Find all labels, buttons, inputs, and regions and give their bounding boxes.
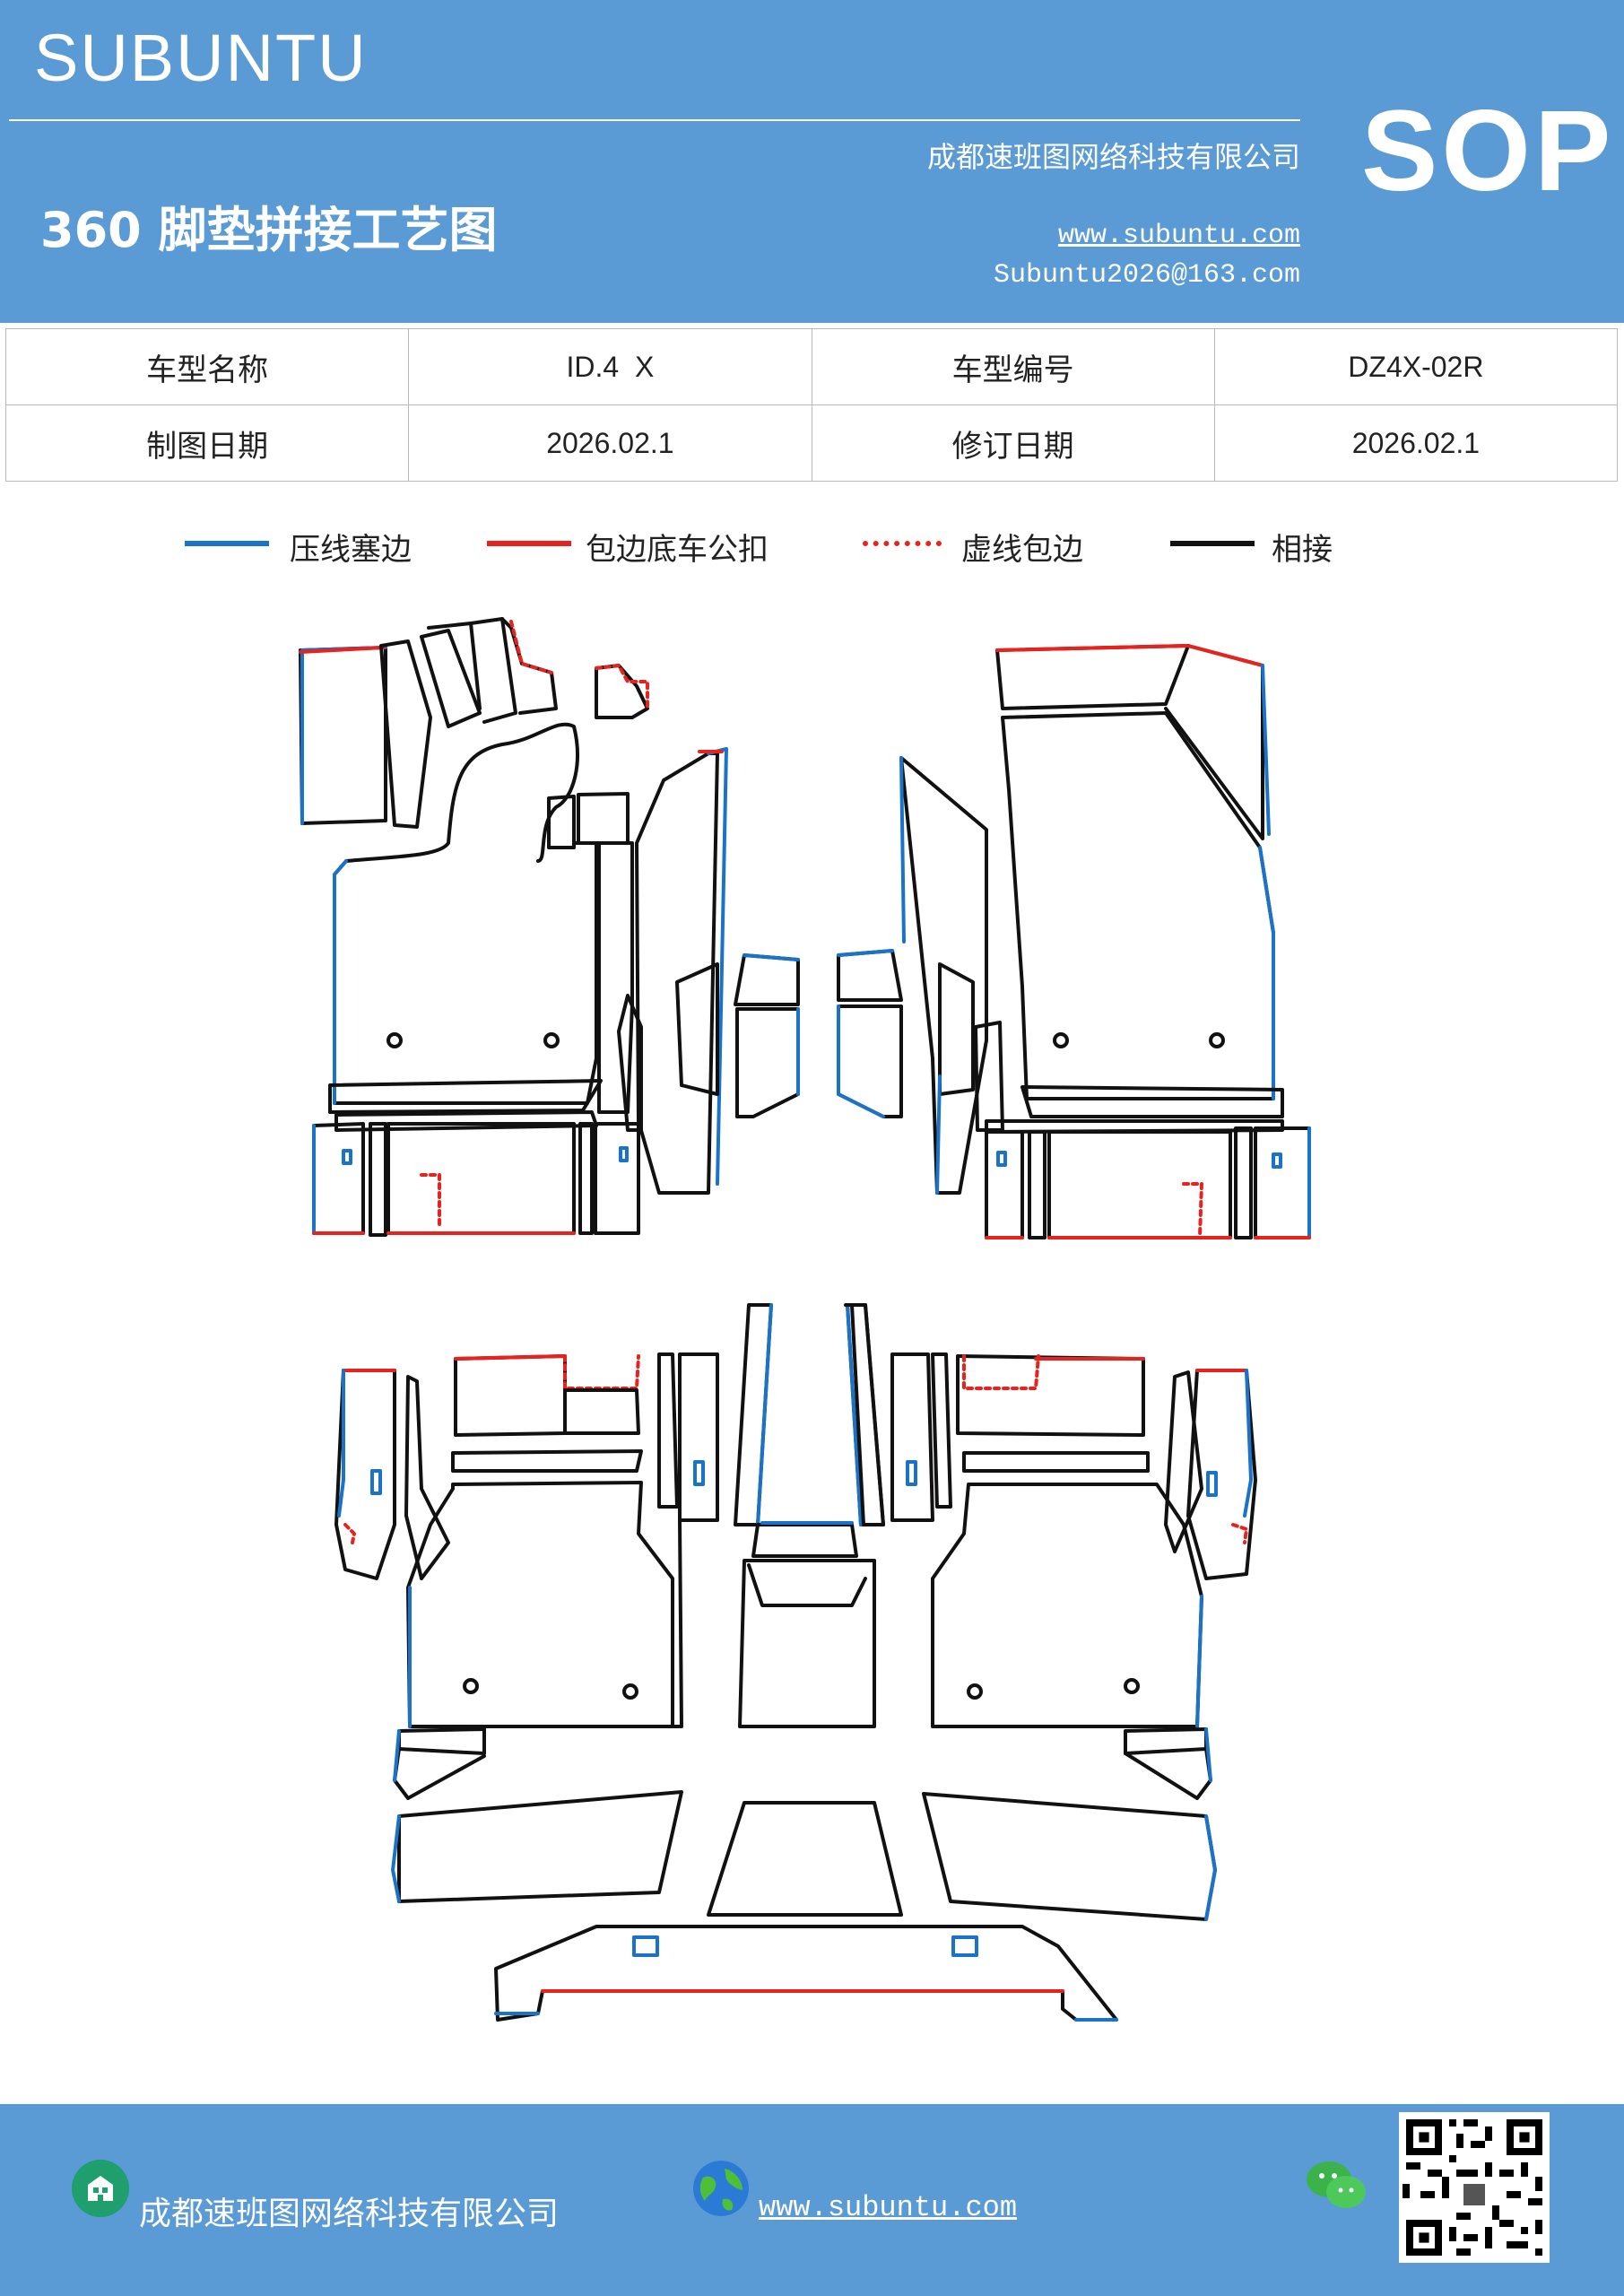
footer-website-link[interactable]: www.subuntu.com: [759, 2191, 1018, 2224]
rear-center-mat: [494, 1303, 1118, 2022]
qr-code-pattern: [1399, 2112, 1550, 2263]
footer-company-name: 成都速班图网络科技有限公司: [139, 2196, 560, 2232]
front-center-pieces: [675, 949, 975, 1118]
revision-date-value: 2026.02.1: [1213, 404, 1619, 482]
legend-swatch-red-dotted: [863, 541, 942, 546]
building-icon: [72, 2160, 129, 2217]
doc-type-label: SOP: [1361, 87, 1615, 215]
legend-label: 包边底车公扣: [586, 532, 769, 568]
wechat-icon: [1307, 2161, 1366, 2208]
rear-left-mat: [334, 1303, 773, 1903]
header-company-name: 成都速班图网络科技有限公司: [926, 140, 1300, 174]
model-name-label: 车型名称: [4, 328, 410, 405]
front-right-mat: [899, 644, 1311, 1239]
brand-logo-text: SUBUNTU: [34, 21, 368, 95]
header-banner: SUBUNTU SOP 360 脚垫拼接工艺图 成都速班图网络科技有限公司 ww…: [0, 0, 1624, 323]
header-divider: [9, 119, 1300, 121]
draw-date-label: 制图日期: [4, 404, 410, 482]
revision-date-label: 修订日期: [811, 404, 1215, 482]
qr-code: [1399, 2112, 1550, 2263]
model-code-label: 车型编号: [811, 328, 1215, 405]
legend-label: 相接: [1272, 532, 1333, 568]
legend-swatch-blue-solid: [185, 541, 269, 546]
legend-swatch-black-solid: [1170, 541, 1255, 546]
legend-label: 虚线包边: [961, 532, 1083, 568]
table-row: 车型名称 ID.4 X 车型编号 DZ4X-02R: [4, 328, 1619, 405]
model-name-value: ID.4 X: [408, 328, 812, 405]
globe-icon: [693, 2161, 749, 2216]
legend-label: 压线塞边: [290, 532, 412, 568]
footer-banner: 成都速班图网络科技有限公司 www.subuntu.com: [0, 2104, 1624, 2296]
header-email: Subuntu2026@163.com: [993, 260, 1300, 291]
model-code-value: DZ4X-02R: [1213, 328, 1619, 405]
front-left-mat: [299, 617, 728, 1237]
header-website-link[interactable]: www.subuntu.com: [1057, 221, 1300, 251]
legend-swatch-red-solid: [487, 541, 571, 546]
rear-right-mat: [844, 1303, 1257, 1921]
vehicle-info-table: 车型名称 ID.4 X 车型编号 DZ4X-02R 制图日期 2026.02.1…: [4, 328, 1619, 482]
page-title: 360 脚垫拼接工艺图: [40, 202, 498, 258]
table-row: 制图日期 2026.02.1 修订日期 2026.02.1: [4, 404, 1619, 482]
